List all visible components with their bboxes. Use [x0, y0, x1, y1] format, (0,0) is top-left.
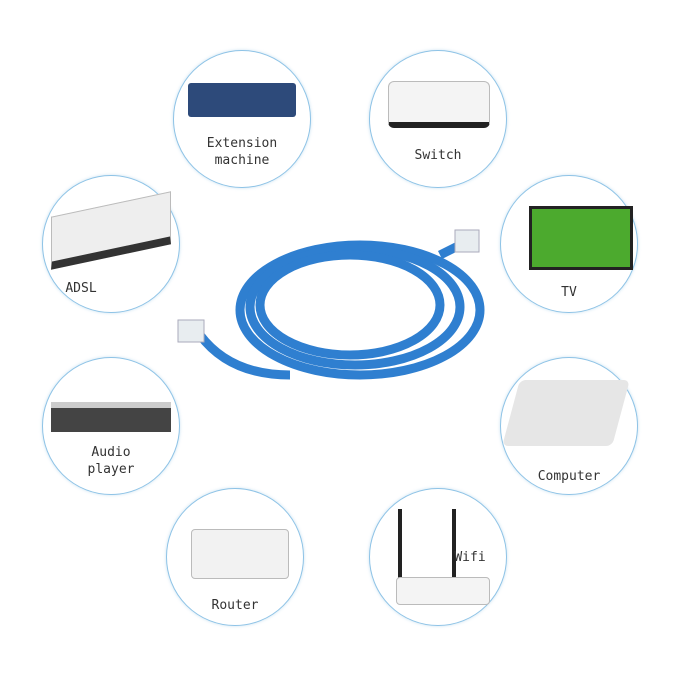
- computer-circle: Computer: [500, 357, 638, 495]
- adsl-label: ADSL: [65, 281, 97, 296]
- extension-machine-label: Extension machine: [182, 135, 302, 169]
- wifi-circle: Wifi: [369, 488, 507, 626]
- antenna-icon: [452, 509, 456, 579]
- computer-label: Computer: [537, 469, 601, 484]
- router-icon: [191, 529, 289, 579]
- label-line-2: machine: [214, 153, 270, 168]
- audio-player-label: Audio player: [51, 444, 171, 478]
- audio-player-circle: Audio player: [42, 357, 180, 495]
- extension-machine-icon: [188, 83, 296, 117]
- router-circle: Router: [166, 488, 304, 626]
- audio-player-icon: [51, 402, 171, 432]
- label-line-1: Audio: [91, 445, 131, 460]
- tv-icon: [529, 206, 633, 270]
- router-label: Router: [211, 598, 259, 613]
- label-line-1: Extension: [206, 136, 278, 151]
- wifi-label: Wifi: [454, 550, 486, 565]
- switch-icon: [388, 81, 490, 128]
- extension-machine-circle: Extension machine: [173, 50, 311, 188]
- laptop-icon: [502, 380, 630, 446]
- wifi-router-icon: [396, 577, 490, 605]
- tv-circle: TV: [500, 175, 638, 313]
- switch-circle: Switch: [369, 50, 507, 188]
- tv-label: TV: [561, 285, 577, 300]
- adsl-icon: [51, 191, 171, 270]
- antenna-icon: [398, 509, 402, 579]
- ethernet-cable-image: [177, 229, 485, 380]
- adsl-circle: ADSL: [42, 175, 180, 313]
- label-line-2: player: [87, 462, 135, 477]
- switch-label: Switch: [414, 148, 462, 163]
